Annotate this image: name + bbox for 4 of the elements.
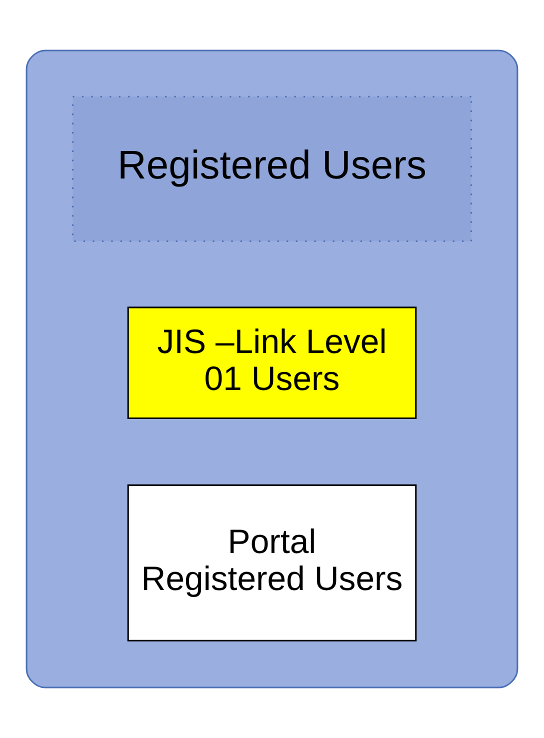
cluster [26, 50, 518, 688]
node-box: Portal Registered Users [127, 484, 417, 642]
node-box: JIS –Link Level 01 Users [127, 306, 417, 419]
node-box: Registered Users [72, 96, 472, 242]
